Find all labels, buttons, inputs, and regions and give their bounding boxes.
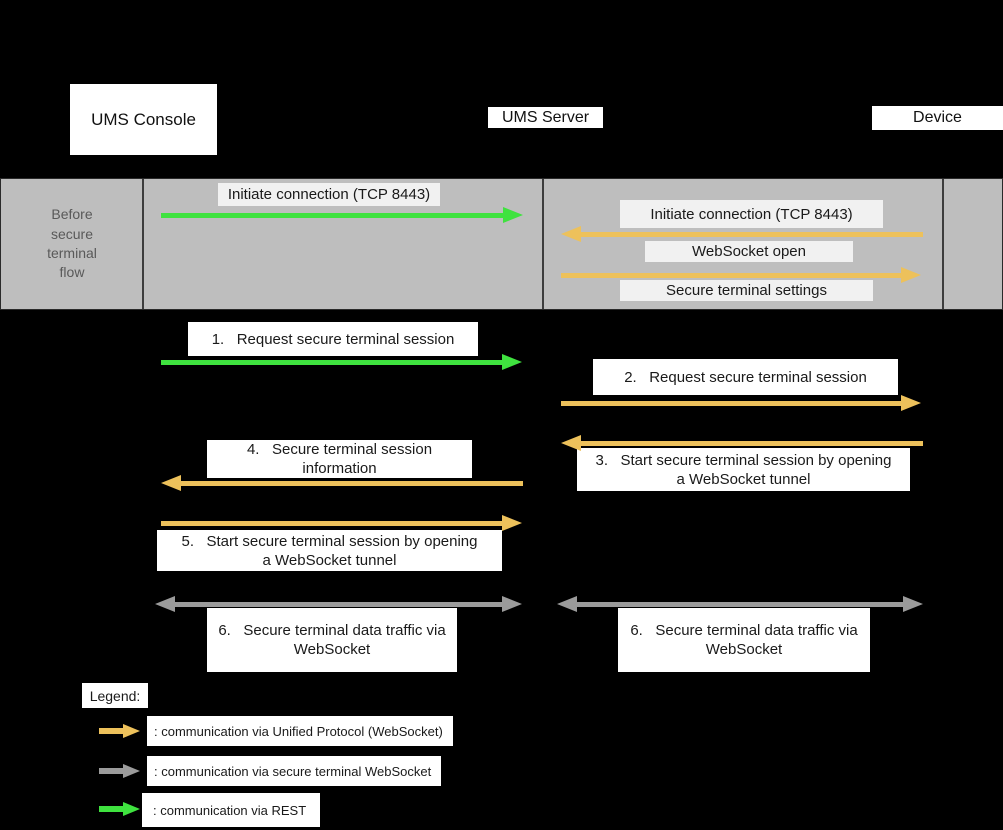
legend-item-secure-terminal-websocket: : communication via secure terminal WebS…: [147, 756, 442, 786]
step3-label: 3. Start secure terminal session by open…: [577, 448, 910, 491]
arrow-step2-request: [561, 395, 921, 411]
arrow-step5-start-session-line: [161, 520, 506, 526]
arrow-legend-secure-ws-line: [99, 768, 127, 774]
arrow-pre-settings-unified-line: [561, 272, 905, 278]
arrowhead-right-icon: [123, 763, 140, 778]
arrow-step6-traffic-left-line: [171, 601, 506, 607]
message-initiate-connection-unified: Initiate connection (TCP 8443): [620, 200, 883, 228]
arrowhead-right-icon: [901, 395, 921, 411]
arrow-legend-rest-line: [99, 806, 127, 812]
arrowhead-left-icon: [155, 596, 175, 612]
arrow-step1-request-line: [161, 359, 506, 365]
arrow-step3-start-session: [561, 435, 923, 451]
arrow-step6-traffic-right: [557, 596, 923, 612]
arrow-pre-initiate-unified-line: [577, 231, 923, 237]
arrow-legend-unified-line: [99, 728, 127, 734]
arrow-step6-traffic-right-line: [573, 601, 907, 607]
step4-line2: information: [302, 460, 377, 477]
step5-line2: a WebSocket tunnel: [262, 551, 397, 569]
arrow-legend-secure-ws: [99, 763, 140, 779]
arrow-step4-session-info-line: [177, 480, 523, 486]
step3-line1: 3. Start secure terminal session by open…: [595, 451, 892, 469]
arrowhead-right-icon: [901, 267, 921, 283]
step6-right-line1: 6. Secure terminal data traffic via: [630, 622, 858, 639]
arrow-step5-start-session: [161, 515, 522, 531]
step2-line1: 2. Request secure terminal session: [624, 368, 867, 386]
arrowhead-right-icon: [903, 596, 923, 612]
message-websocket-open: WebSocket open: [645, 241, 853, 262]
arrowhead-left-icon: [161, 475, 181, 491]
arrowhead-left-icon: [561, 226, 581, 242]
arrow-step1-request: [161, 354, 522, 370]
actor-ums-console: UMS Console: [70, 84, 217, 155]
step3-line2: a WebSocket tunnel: [676, 470, 811, 488]
legend-title: Legend:: [82, 683, 148, 708]
arrow-pre-settings-unified: [561, 267, 921, 283]
legend-item-unified-protocol: : communication via Unified Protocol (We…: [147, 716, 453, 746]
step6-left-label: 6. Secure terminal data traffic via WebS…: [207, 608, 457, 672]
step6-right-label: 6. Secure terminal data traffic via WebS…: [618, 608, 870, 672]
step6-right-line2: WebSocket: [705, 641, 783, 658]
actor-device: Device: [872, 106, 1003, 130]
arrow-step4-session-info: [161, 475, 523, 491]
step1-label: 1. Request secure terminal session: [188, 322, 478, 356]
lifeline-ums-server: [542, 179, 544, 309]
step2-label: 2. Request secure terminal session: [593, 359, 898, 395]
step6-left-line2: WebSocket: [293, 641, 371, 658]
step4-line1: 4. Secure terminal session: [246, 441, 433, 458]
message-secure-terminal-settings: Secure terminal settings: [620, 280, 873, 301]
arrow-step2-request-line: [561, 400, 905, 406]
arrowhead-left-icon: [561, 435, 581, 451]
arrow-legend-unified: [99, 723, 140, 739]
arrow-legend-rest: [99, 801, 140, 817]
step6-left-line1: 6. Secure terminal data traffic via: [218, 622, 446, 639]
arrowhead-right-icon: [123, 801, 140, 816]
legend-item-rest: : communication via REST: [142, 793, 321, 827]
lifeline-ums-console: [142, 179, 144, 309]
arrow-pre-initiate-unified: [561, 226, 923, 242]
message-initiate-connection-rest: Initiate connection (TCP 8443): [218, 183, 440, 206]
arrowhead-right-icon: [502, 596, 522, 612]
arrow-pre-initiate-rest: [161, 207, 523, 223]
arrow-step3-start-session-line: [577, 440, 923, 446]
arrowhead-left-icon: [557, 596, 577, 612]
step4-label: 4. Secure terminal session information: [207, 440, 472, 478]
arrow-pre-initiate-rest-line: [161, 212, 507, 218]
actor-device-label: Device: [913, 109, 962, 126]
step1-line1: 1. Request secure terminal session: [211, 330, 455, 348]
arrowhead-right-icon: [123, 723, 140, 738]
actor-ums-server: UMS Server: [488, 107, 603, 128]
arrowhead-right-icon: [502, 515, 522, 531]
actor-ums-console-label: UMS Console: [91, 109, 196, 129]
actor-ums-server-label: UMS Server: [501, 108, 590, 126]
arrowhead-right-icon: [503, 207, 523, 223]
arrow-step6-traffic-left: [155, 596, 522, 612]
arrowhead-right-icon: [502, 354, 522, 370]
lifeline-device: [942, 179, 944, 309]
pre-flow-band-label: Before secure terminal flow: [47, 206, 97, 281]
step5-label: 5. Start secure terminal session by open…: [157, 530, 502, 571]
step5-line1: 5. Start secure terminal session by open…: [181, 532, 478, 550]
